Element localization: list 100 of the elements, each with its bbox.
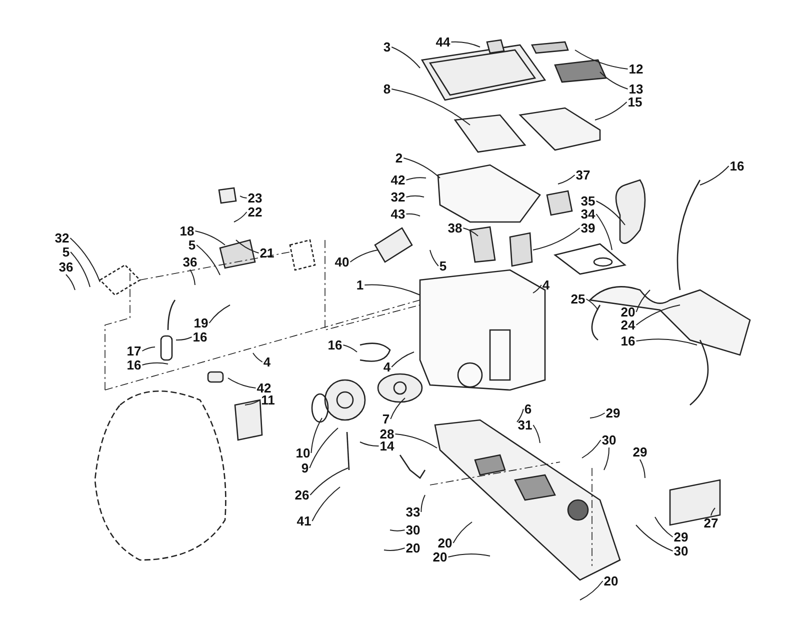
callout-number: 40 (334, 256, 350, 268)
callout-number: 20 (604, 574, 618, 588)
callout-number: 1 (356, 278, 364, 292)
callout-number: 29 (606, 406, 620, 420)
leader-line (600, 72, 628, 90)
leader-line (710, 508, 716, 516)
leader-line (190, 269, 196, 286)
leader-line (390, 398, 406, 420)
leader-line (636, 290, 650, 312)
callout-number: 42 (390, 174, 406, 186)
callout-number: 17 (126, 344, 142, 358)
leader-line (391, 46, 420, 68)
leader-line (586, 298, 598, 310)
callout-number: 7 (382, 412, 390, 426)
leader-line (462, 228, 478, 236)
callout-number: 20 (620, 306, 636, 318)
callout-number: 31 (518, 418, 532, 432)
leader-line (142, 346, 156, 352)
callout-number: 23 (248, 192, 262, 204)
leader-line (450, 41, 480, 48)
leader-line (236, 240, 260, 254)
leader-line (640, 459, 646, 478)
callout-number: 20 (438, 536, 452, 550)
callout-number: 16 (730, 160, 744, 172)
leader-line (403, 158, 440, 178)
callout-number: 16 (328, 338, 342, 352)
callout-number: 4 (542, 278, 550, 292)
leader-line (604, 447, 610, 470)
callout-number: 26 (294, 488, 310, 502)
leader-line (70, 252, 90, 288)
callout-number: 11 (261, 394, 275, 406)
leader-line (582, 440, 602, 458)
leader-line (590, 412, 606, 418)
callout-number: 41 (296, 514, 312, 528)
callout-number: 21 (260, 246, 274, 260)
callout-number: 18 (180, 224, 194, 238)
callout-number: 25 (570, 292, 586, 306)
leader-line (234, 212, 248, 222)
leader-line (452, 522, 472, 544)
leader-line (406, 195, 424, 198)
leader-line (636, 304, 680, 326)
leader-line (176, 336, 192, 341)
callout-number: 14 (380, 440, 394, 452)
leader-line (596, 200, 626, 226)
callout-number: 5 (188, 238, 196, 252)
leader-line (310, 468, 348, 496)
leader-line (430, 250, 439, 266)
leader-line (654, 516, 674, 538)
leader-line (594, 102, 628, 120)
callout-number: 24 (620, 318, 636, 332)
callout-number: 20 (432, 550, 448, 564)
leader-line (596, 214, 612, 250)
leader-line (309, 428, 338, 468)
callout-number: 35 (580, 194, 596, 208)
leader-line (448, 553, 490, 558)
callout-number: 29 (632, 446, 648, 458)
callout-number: 5 (62, 246, 70, 258)
callout-number: 6 (524, 402, 532, 416)
callout-number: 33 (406, 506, 420, 518)
callout-number: 9 (301, 462, 309, 474)
leader-line (516, 408, 524, 422)
callout-number: 30 (406, 524, 420, 536)
callout-number: 10 (296, 446, 310, 460)
callout-number: 38 (448, 222, 462, 234)
callout-number: 15 (628, 96, 642, 108)
leader-line (310, 418, 322, 454)
callout-number: 44 (436, 36, 450, 48)
leader-line (580, 580, 604, 600)
leader-line (196, 244, 220, 276)
callout-number: 28 (380, 428, 394, 440)
leader-line (532, 228, 580, 250)
leader-line (406, 213, 420, 216)
callout-number: 30 (602, 434, 616, 446)
leader-line (228, 378, 256, 388)
leader-line (636, 524, 674, 552)
callout-number: 8 (383, 82, 391, 96)
leader-line (390, 530, 406, 532)
leader-line (342, 344, 358, 352)
callout-number: 42 (256, 382, 272, 394)
callout-number: 2 (395, 152, 403, 164)
callout-number: 30 (674, 544, 688, 558)
leader-line (312, 486, 340, 522)
leader-line (420, 494, 426, 512)
callout-number: 4 (383, 360, 391, 374)
leader-line (70, 238, 100, 282)
leader-line (194, 230, 226, 246)
callout-number: 36 (58, 260, 74, 274)
callout-number: 34 (580, 208, 596, 220)
callout-number: 4 (263, 356, 271, 368)
leader-line (350, 250, 378, 262)
leader-line (636, 338, 698, 346)
leader-line (208, 304, 230, 324)
callout-number: 29 (674, 530, 688, 544)
callout-number: 16 (126, 358, 142, 372)
callout-number: 39 (580, 222, 596, 234)
callout-number: 20 (406, 542, 420, 554)
callout-number: 5 (439, 260, 447, 272)
callout-number: 43 (390, 208, 406, 220)
callout-number: 13 (628, 82, 644, 96)
leader-line (406, 177, 426, 180)
